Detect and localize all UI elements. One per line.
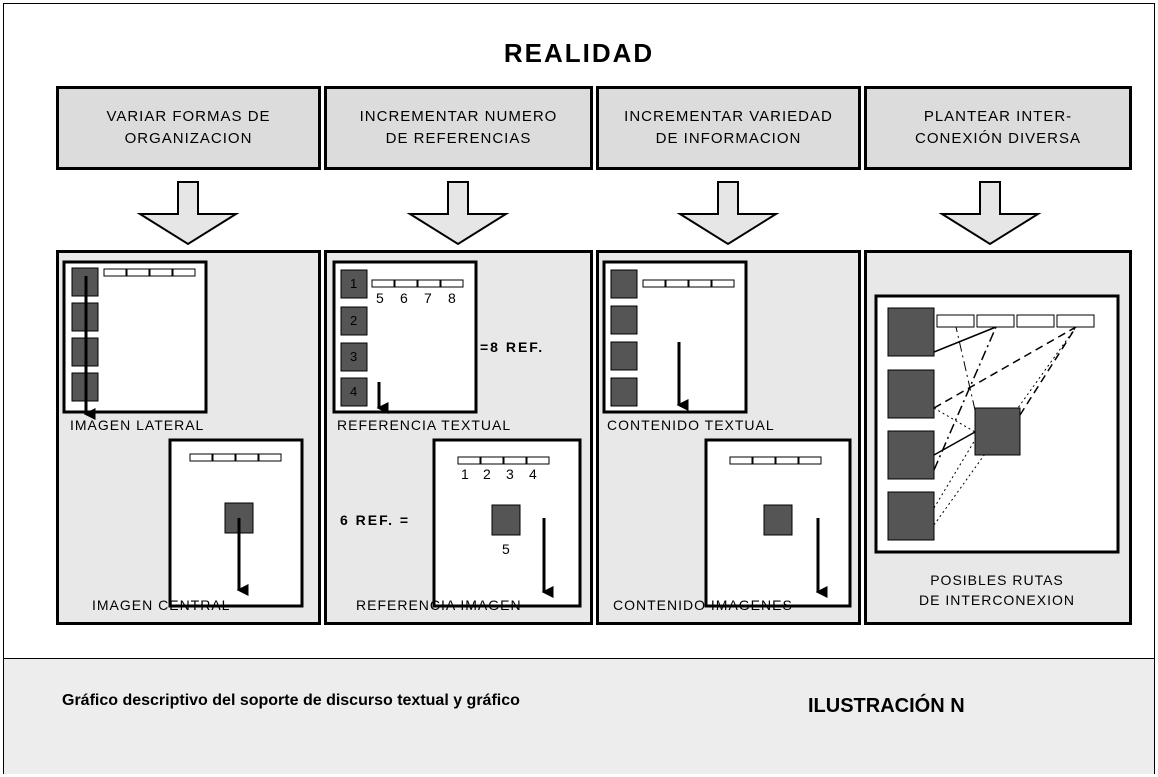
page-title: REALIDAD [503,38,655,68]
page-diagram-ref-imagen [432,438,582,608]
flow-arrow-2 [409,181,507,245]
header-box-referencias: INCREMENTAR NUMERO DE REFERENCIAS [324,86,593,170]
side-number-1: 1 [350,276,359,291]
page-diagram-lateral [62,260,208,420]
label-posibles-rutas: POSIBLES RUTAS DE INTERCONEXION [918,572,1075,608]
label-contenido-imagenes: CONTENIDO IMAGENES [613,597,793,613]
label-referencia-imagen: REFERENCIA IMAGEN [356,597,522,613]
bottom-number-3: 3 [506,466,515,482]
top-number-8: 8 [448,290,457,306]
label-referencia-textual: REFERENCIA TEXTUAL [337,417,512,433]
flow-arrow-4 [941,181,1039,245]
side-number-2: 2 [350,313,359,328]
page-diagram-cont-textual [602,260,748,414]
ref-count-bottom: 6 REF. = [340,512,411,528]
label-contenido-textual: CONTENIDO TEXTUAL [607,417,775,433]
interconnection-diagram [874,294,1120,554]
side-number-3: 3 [350,349,359,364]
figure-caption: Gráfico descriptivo del soporte de discu… [62,692,520,709]
side-number-4: 4 [350,384,359,399]
illustration-label: ILUSTRACIÓN N [808,695,965,717]
page-diagram-cont-imagenes [704,438,852,608]
bottom-number-4: 4 [529,466,538,482]
ref-count-top: =8 REF. [480,339,545,355]
page-diagram-ref-textual [332,260,478,414]
header-box-informacion: INCREMENTAR VARIEDAD DE INFORMACION [596,86,861,170]
image-number-5: 5 [502,541,511,557]
page-diagram-central [168,438,304,608]
top-number-7: 7 [424,290,433,306]
label-imagen-central: IMAGEN CENTRAL [92,597,231,613]
bottom-number-2: 2 [483,466,492,482]
header-box-interconexion: PLANTEAR INTER- CONEXIÓN DIVERSA [864,86,1132,170]
header-box-organizacion: VARIAR FORMAS DE ORGANIZACION [56,86,321,170]
flow-arrow-1 [139,181,237,245]
top-number-6: 6 [400,290,409,306]
flow-arrow-3 [679,181,777,245]
bottom-number-1: 1 [461,466,470,482]
top-number-5: 5 [376,290,385,306]
footer-panel [4,658,1154,774]
label-imagen-lateral: IMAGEN LATERAL [70,417,205,433]
